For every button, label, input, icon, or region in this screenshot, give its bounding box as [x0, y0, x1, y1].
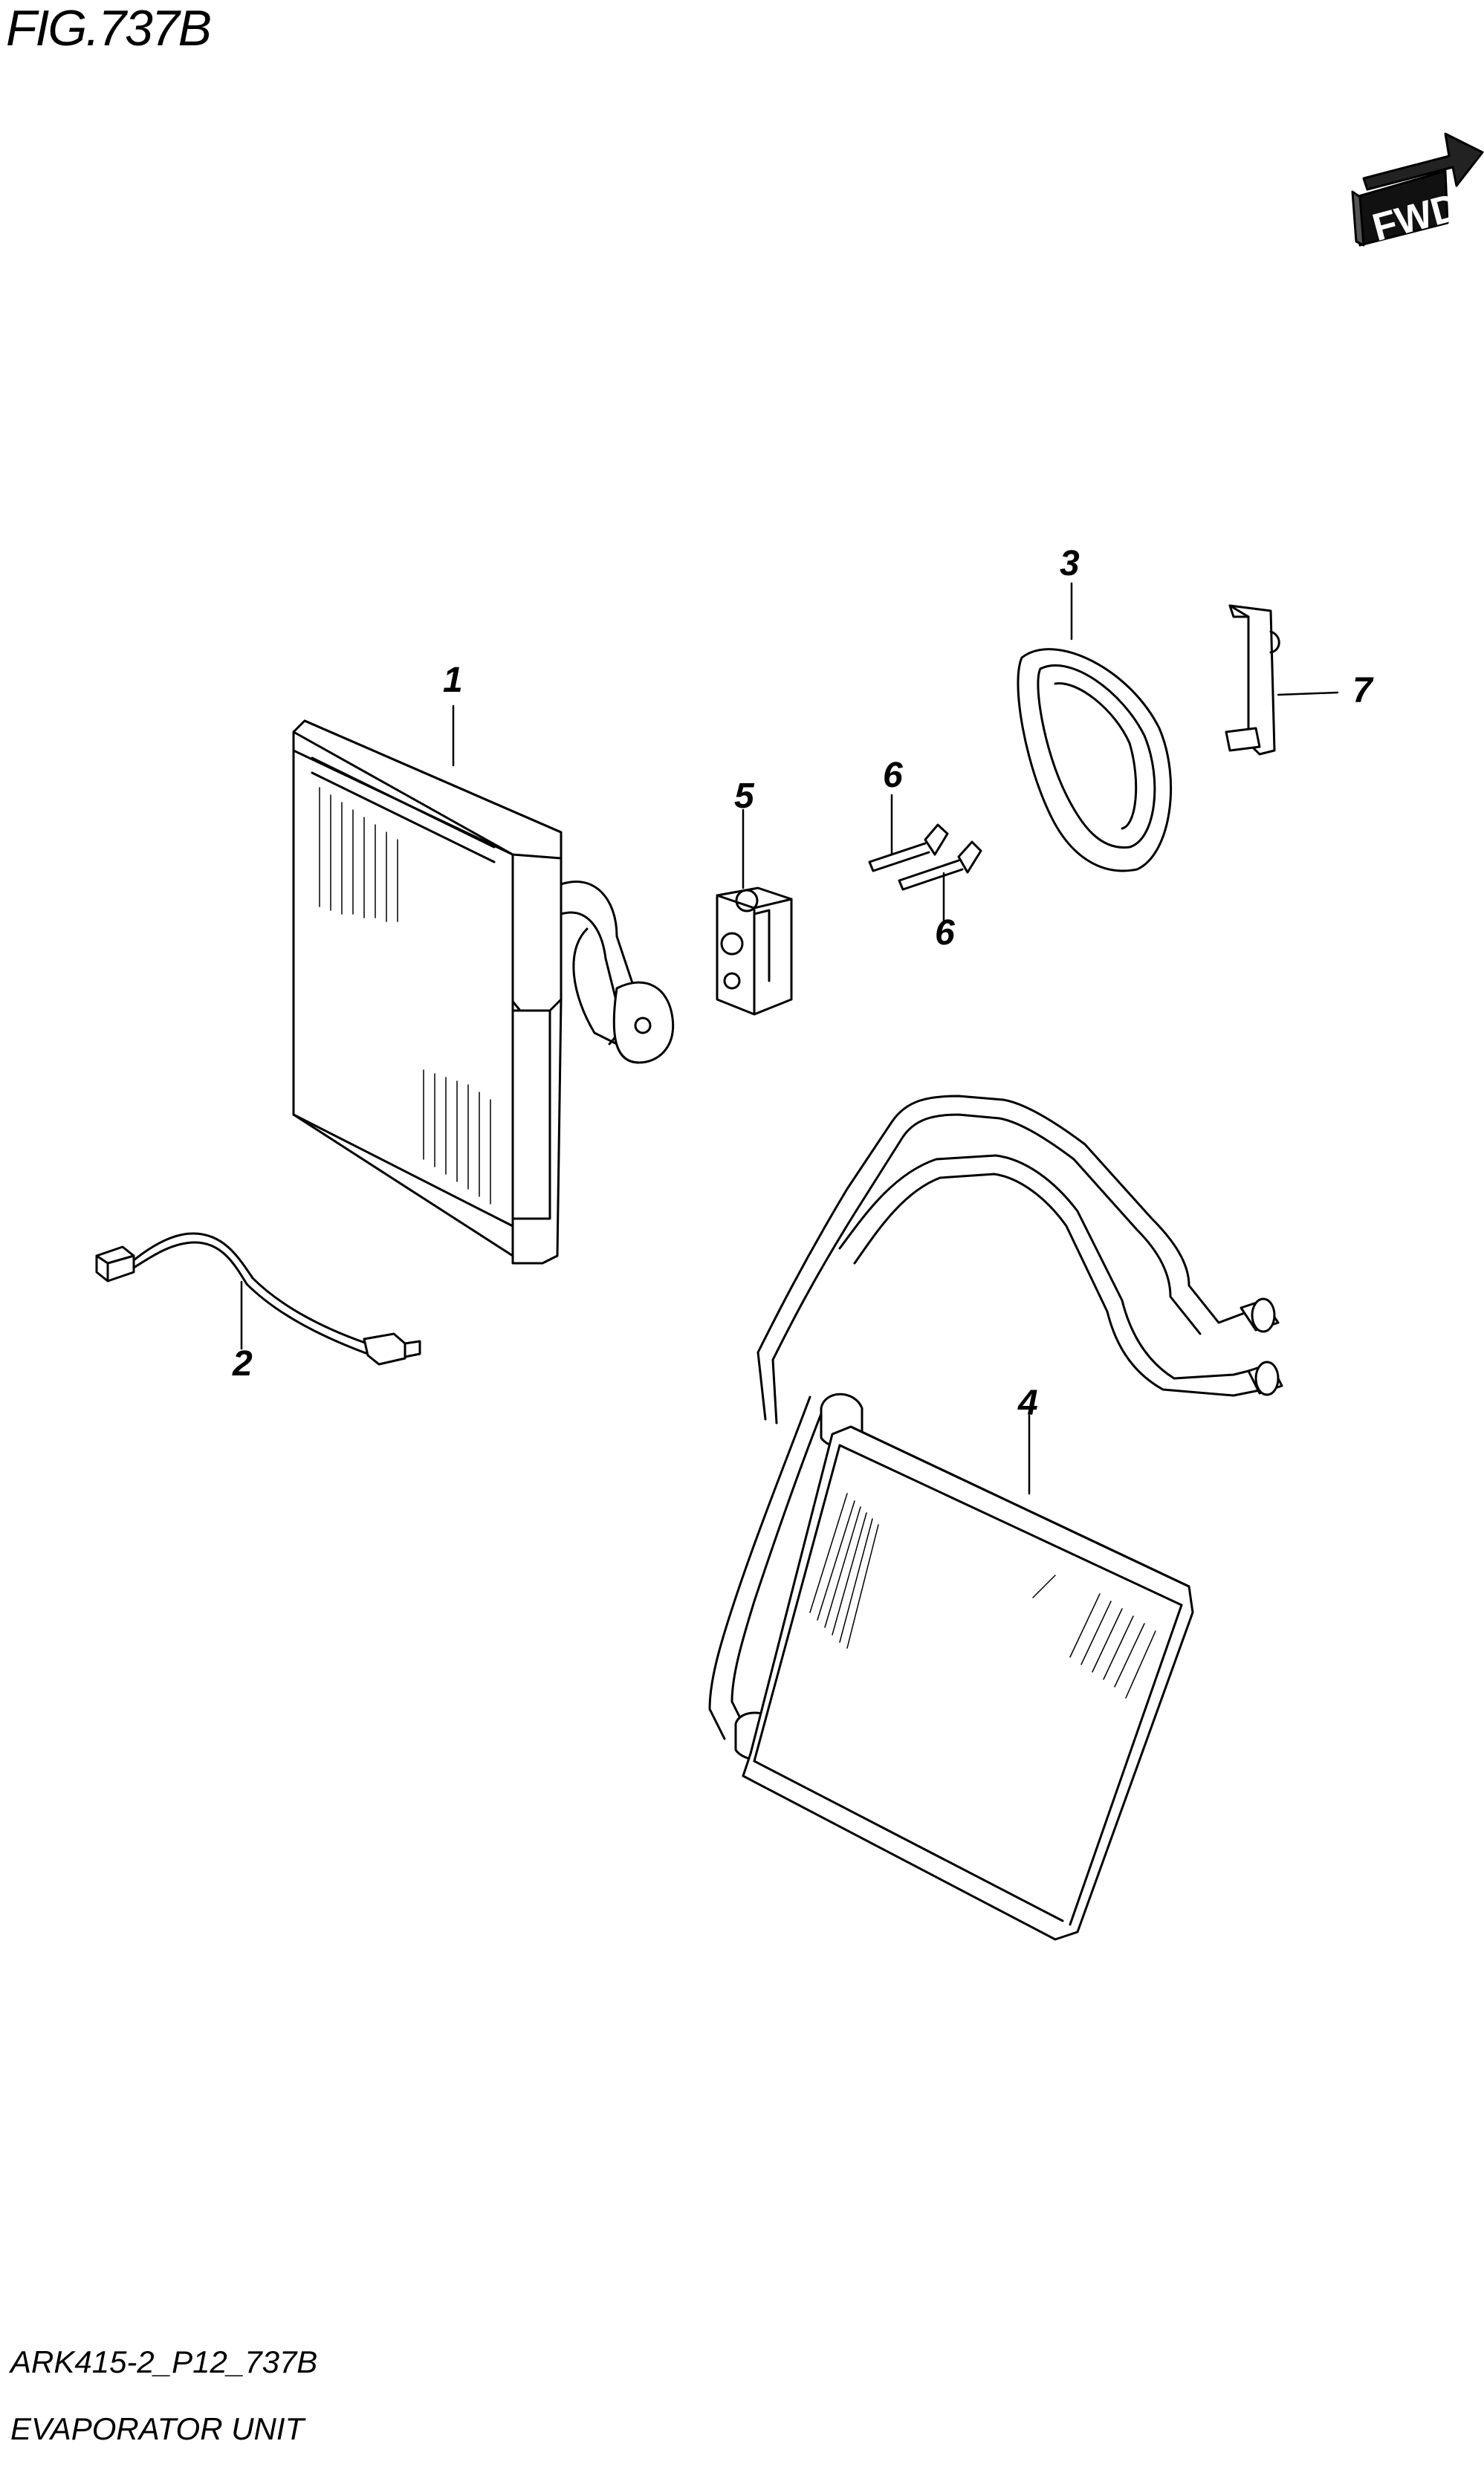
expansion-valve-part	[716, 886, 793, 1016]
wire-harness-part	[95, 1232, 421, 1366]
bracket-part	[1225, 604, 1280, 756]
figure-code: ARK415-2_P12_737B	[10, 2344, 318, 2379]
seal-part	[1017, 648, 1173, 872]
callout-1: 1	[443, 661, 463, 700]
forward-arrow-icon: FWD	[1351, 132, 1484, 250]
callout-2: 2	[233, 1344, 253, 1384]
callout-7: 7	[1352, 671, 1373, 710]
figure-title: FIG.737B	[6, 0, 212, 56]
evaporator-part	[292, 719, 675, 1265]
callout-5: 5	[734, 777, 754, 816]
callout-6b: 6	[935, 913, 955, 953]
leader-lines	[240, 582, 1339, 1495]
callout-4: 4	[1018, 1384, 1038, 1423]
callout-3: 3	[1060, 544, 1080, 583]
callout-6a: 6	[883, 756, 903, 795]
bolt-part	[898, 840, 982, 891]
bolt-part	[868, 823, 949, 872]
figure-name: EVAPORATOR UNIT	[10, 2411, 305, 2446]
heater-core-part	[708, 1095, 1283, 1941]
